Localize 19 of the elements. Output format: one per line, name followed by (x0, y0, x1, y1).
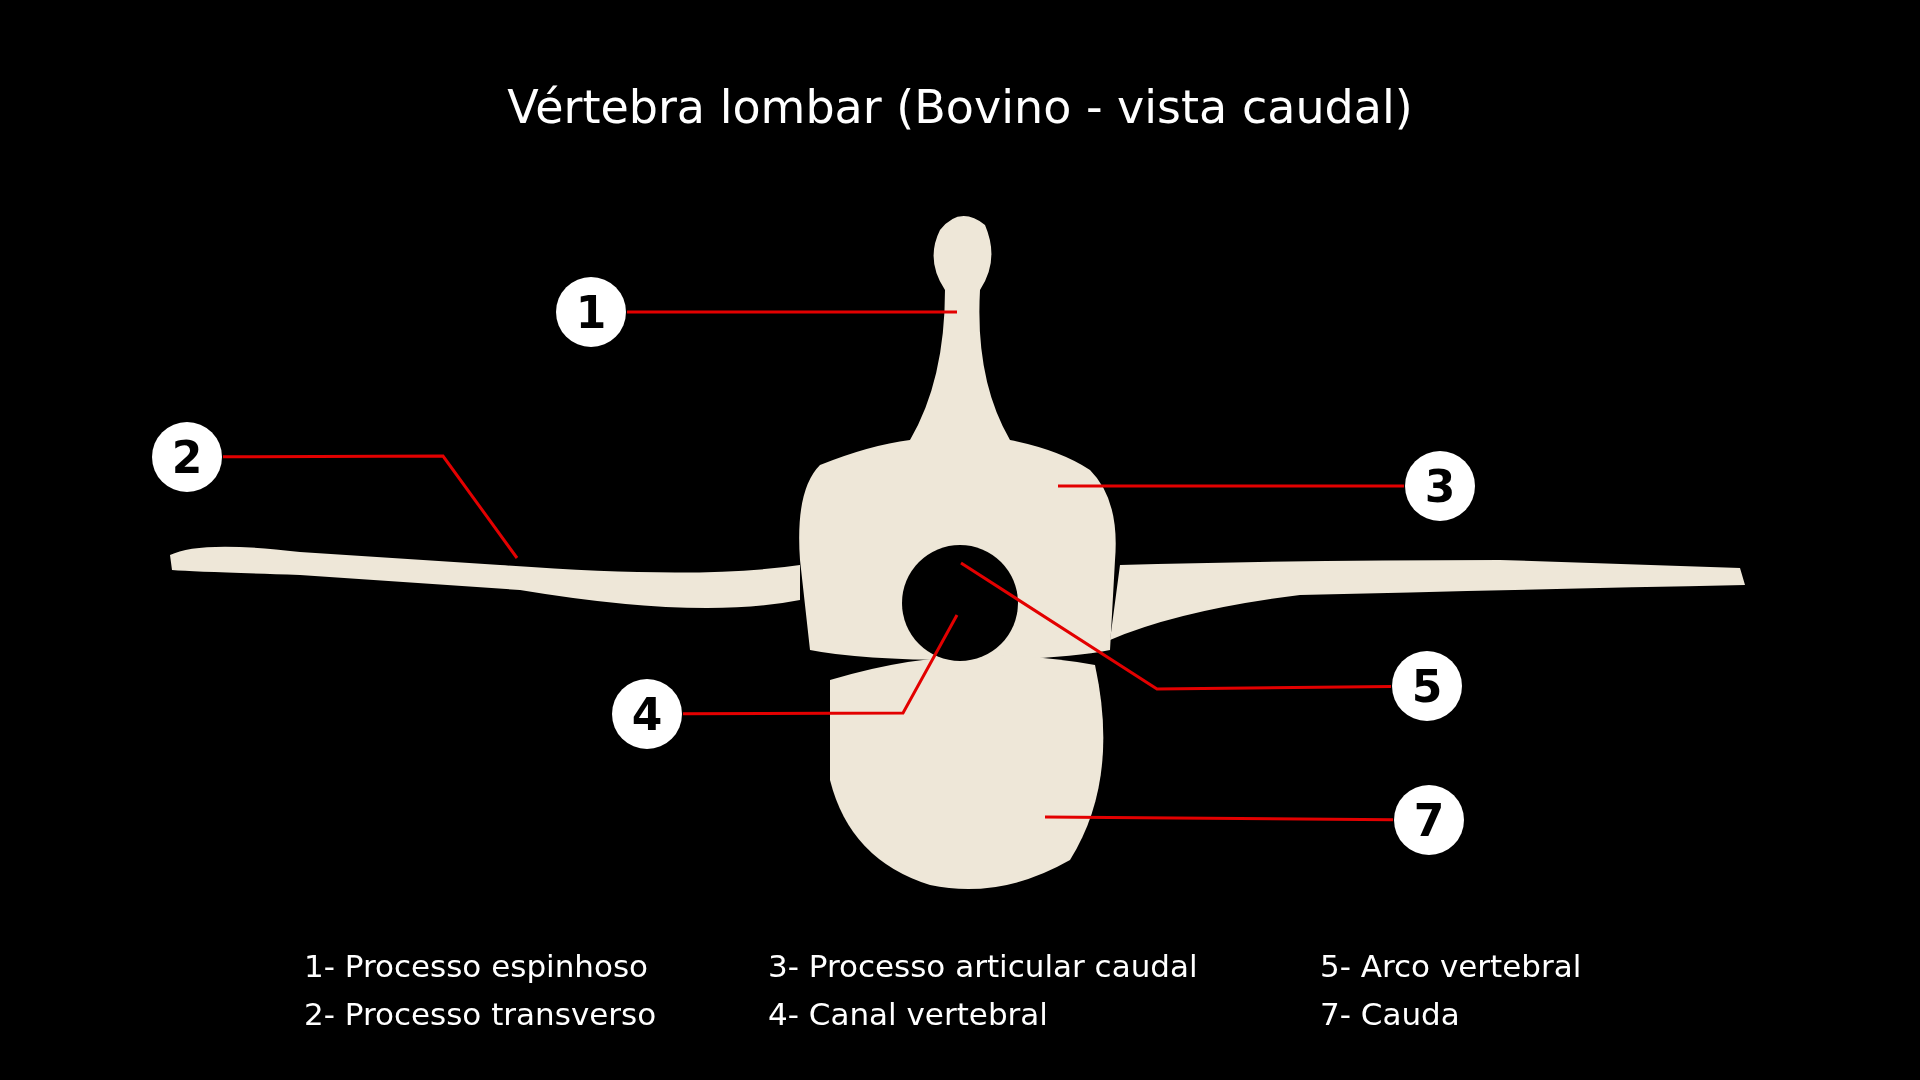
callout-number: 7 (1394, 785, 1464, 855)
legend-text: 3- Processo articular caudal (768, 948, 1198, 984)
leader-line (1045, 815, 1393, 822)
leader-line (627, 310, 957, 314)
callout-number: 2 (152, 422, 222, 492)
callout-number: 4 (612, 679, 682, 749)
legend-text: 5- Arco vertebral (1320, 948, 1582, 984)
legend-text: 7- Cauda (1320, 996, 1460, 1032)
legend-text: 2- Processo transverso (304, 996, 657, 1032)
callout-number: 1 (556, 277, 626, 347)
callout-number: 3 (1405, 451, 1475, 521)
legend-text: 1- Processo espinhoso (304, 948, 649, 984)
callout-number: 5 (1392, 651, 1462, 721)
leader-line (960, 561, 1391, 691)
leader-line (223, 454, 519, 559)
legend-text: 4- Canal vertebral (768, 996, 1048, 1032)
leader-line (1058, 484, 1404, 488)
leader-line (683, 614, 959, 716)
title: Vértebra lombar (Bovino - vista caudal) (507, 80, 1413, 134)
